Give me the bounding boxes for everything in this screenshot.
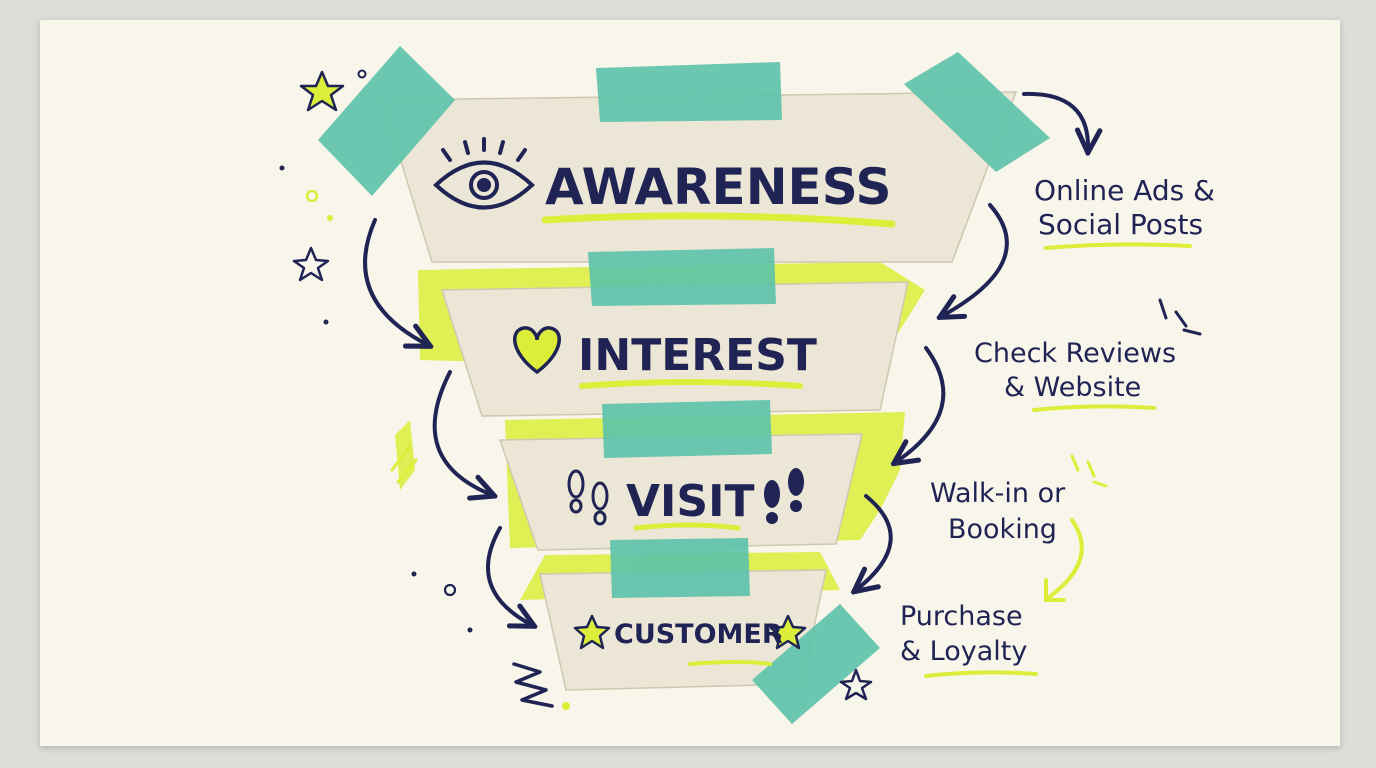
star-doodle-top-left xyxy=(299,70,345,112)
spark-lines xyxy=(1158,298,1202,336)
note-customer-line2: & Loyalty xyxy=(900,636,1027,667)
star-icon xyxy=(573,614,611,650)
note-awareness-line2: Social Posts xyxy=(1038,208,1203,241)
star-doodle-bottom-right xyxy=(839,668,873,701)
yellow-arrow-head xyxy=(1044,578,1066,602)
stage-label-awareness: AWARENESS xyxy=(545,158,891,216)
star-doodle-left xyxy=(292,246,330,282)
star-icon-right xyxy=(769,614,807,650)
dot-doodles xyxy=(279,69,570,710)
squiggle-doodle xyxy=(512,662,554,708)
footprints-icon xyxy=(567,468,804,526)
right-arrows xyxy=(856,91,1088,590)
note-awareness-underline xyxy=(1044,242,1192,250)
note-interest-line2: & Website xyxy=(1004,372,1141,403)
yellow-arrow xyxy=(1046,518,1084,600)
stage-label-visit: VISIT xyxy=(626,476,755,527)
note-interest-line1: Check Reviews xyxy=(974,338,1176,369)
note-visit-line1: Walk-in or xyxy=(930,478,1066,509)
visit-underline xyxy=(633,522,741,531)
left-arrows xyxy=(363,218,532,625)
awareness-underline xyxy=(541,212,896,228)
stage-label-customer: CUSTOMER xyxy=(614,619,783,650)
note-customer-underline xyxy=(924,670,1038,678)
note-visit-line2: Booking xyxy=(948,514,1057,545)
stage-label-interest: INTEREST xyxy=(578,330,817,381)
eye-icon xyxy=(433,137,535,210)
note-interest-underline xyxy=(1032,404,1156,412)
heart-icon xyxy=(513,326,561,375)
yellow-spark-lines xyxy=(390,444,1108,488)
note-customer-line1: Purchase xyxy=(900,601,1023,632)
interest-underline xyxy=(579,379,803,389)
tape-strips xyxy=(318,46,1050,724)
customer-underline xyxy=(688,660,772,666)
note-awareness-line1: Online Ads & xyxy=(1034,174,1215,207)
